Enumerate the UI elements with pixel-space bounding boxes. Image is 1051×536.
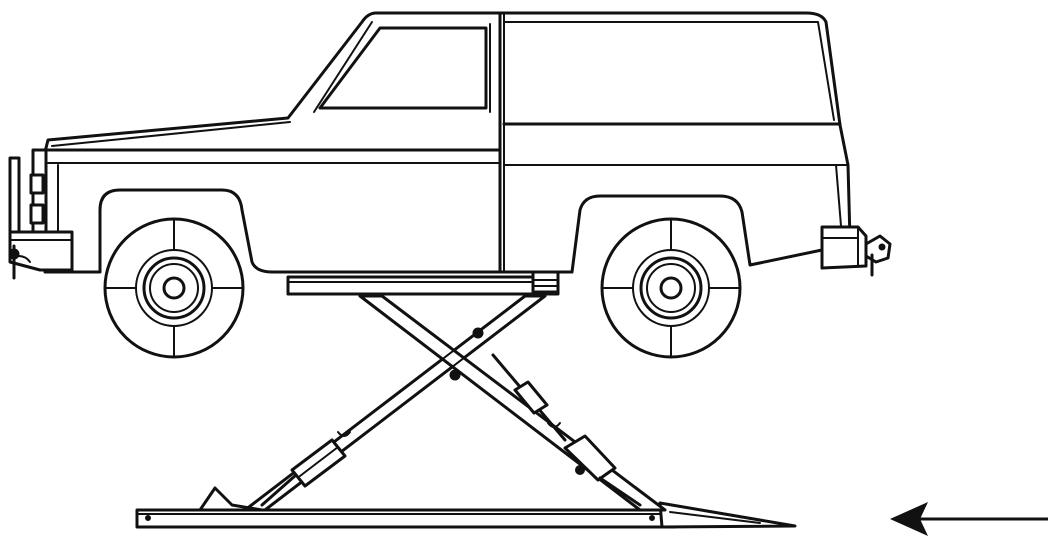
vehicle-body bbox=[43, 11, 852, 274]
drive-on-ramp bbox=[658, 501, 797, 529]
lift-platform bbox=[286, 270, 560, 296]
rear-wheel bbox=[600, 217, 742, 359]
front-wheel bbox=[103, 217, 245, 359]
front-bumper bbox=[8, 148, 74, 280]
rear-bumper bbox=[820, 225, 892, 277]
base-frame bbox=[135, 508, 677, 529]
pivot-pin-upper bbox=[472, 327, 484, 339]
hydraulic-cylinders bbox=[260, 353, 642, 507]
pivot-pin-lower bbox=[575, 465, 585, 475]
vehicle bbox=[43, 11, 852, 274]
pivot-pin-center bbox=[449, 369, 461, 381]
front-hydraulic-cylinder bbox=[260, 438, 347, 507]
front-window bbox=[318, 26, 488, 110]
direction-arrow-icon bbox=[890, 502, 1048, 536]
rear-hydraulic-cylinder bbox=[491, 353, 642, 507]
